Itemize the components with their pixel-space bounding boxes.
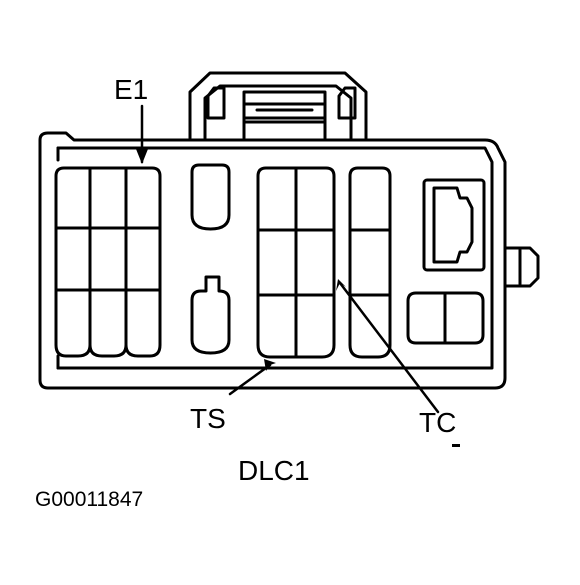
connector-housing — [38, 131, 540, 390]
cavity-lower-single — [190, 275, 231, 355]
leader-arrows — [140, 104, 440, 414]
label-tc: TC — [419, 407, 457, 438]
terminal-pair-bottom-right — [406, 291, 485, 345]
connector-latch — [188, 71, 368, 140]
figure-code: G00011847 — [35, 488, 144, 511]
cavity-upper-single — [190, 163, 231, 231]
tc-tick-mark — [452, 444, 460, 447]
label-ts: TS — [190, 403, 226, 434]
keyed-socket — [422, 178, 486, 272]
terminal-block-center — [256, 166, 336, 359]
diagram-title: DLC1 — [238, 455, 310, 486]
label-e1: E1 — [114, 74, 149, 105]
arrow-ts — [228, 363, 272, 396]
terminal-block-right — [348, 166, 392, 359]
arrowhead-tc — [336, 279, 346, 291]
arrowhead-e1 — [136, 149, 148, 164]
terminal-block-left — [54, 166, 162, 358]
arrow-tc — [338, 281, 440, 414]
arrowhead-ts — [264, 359, 276, 371]
